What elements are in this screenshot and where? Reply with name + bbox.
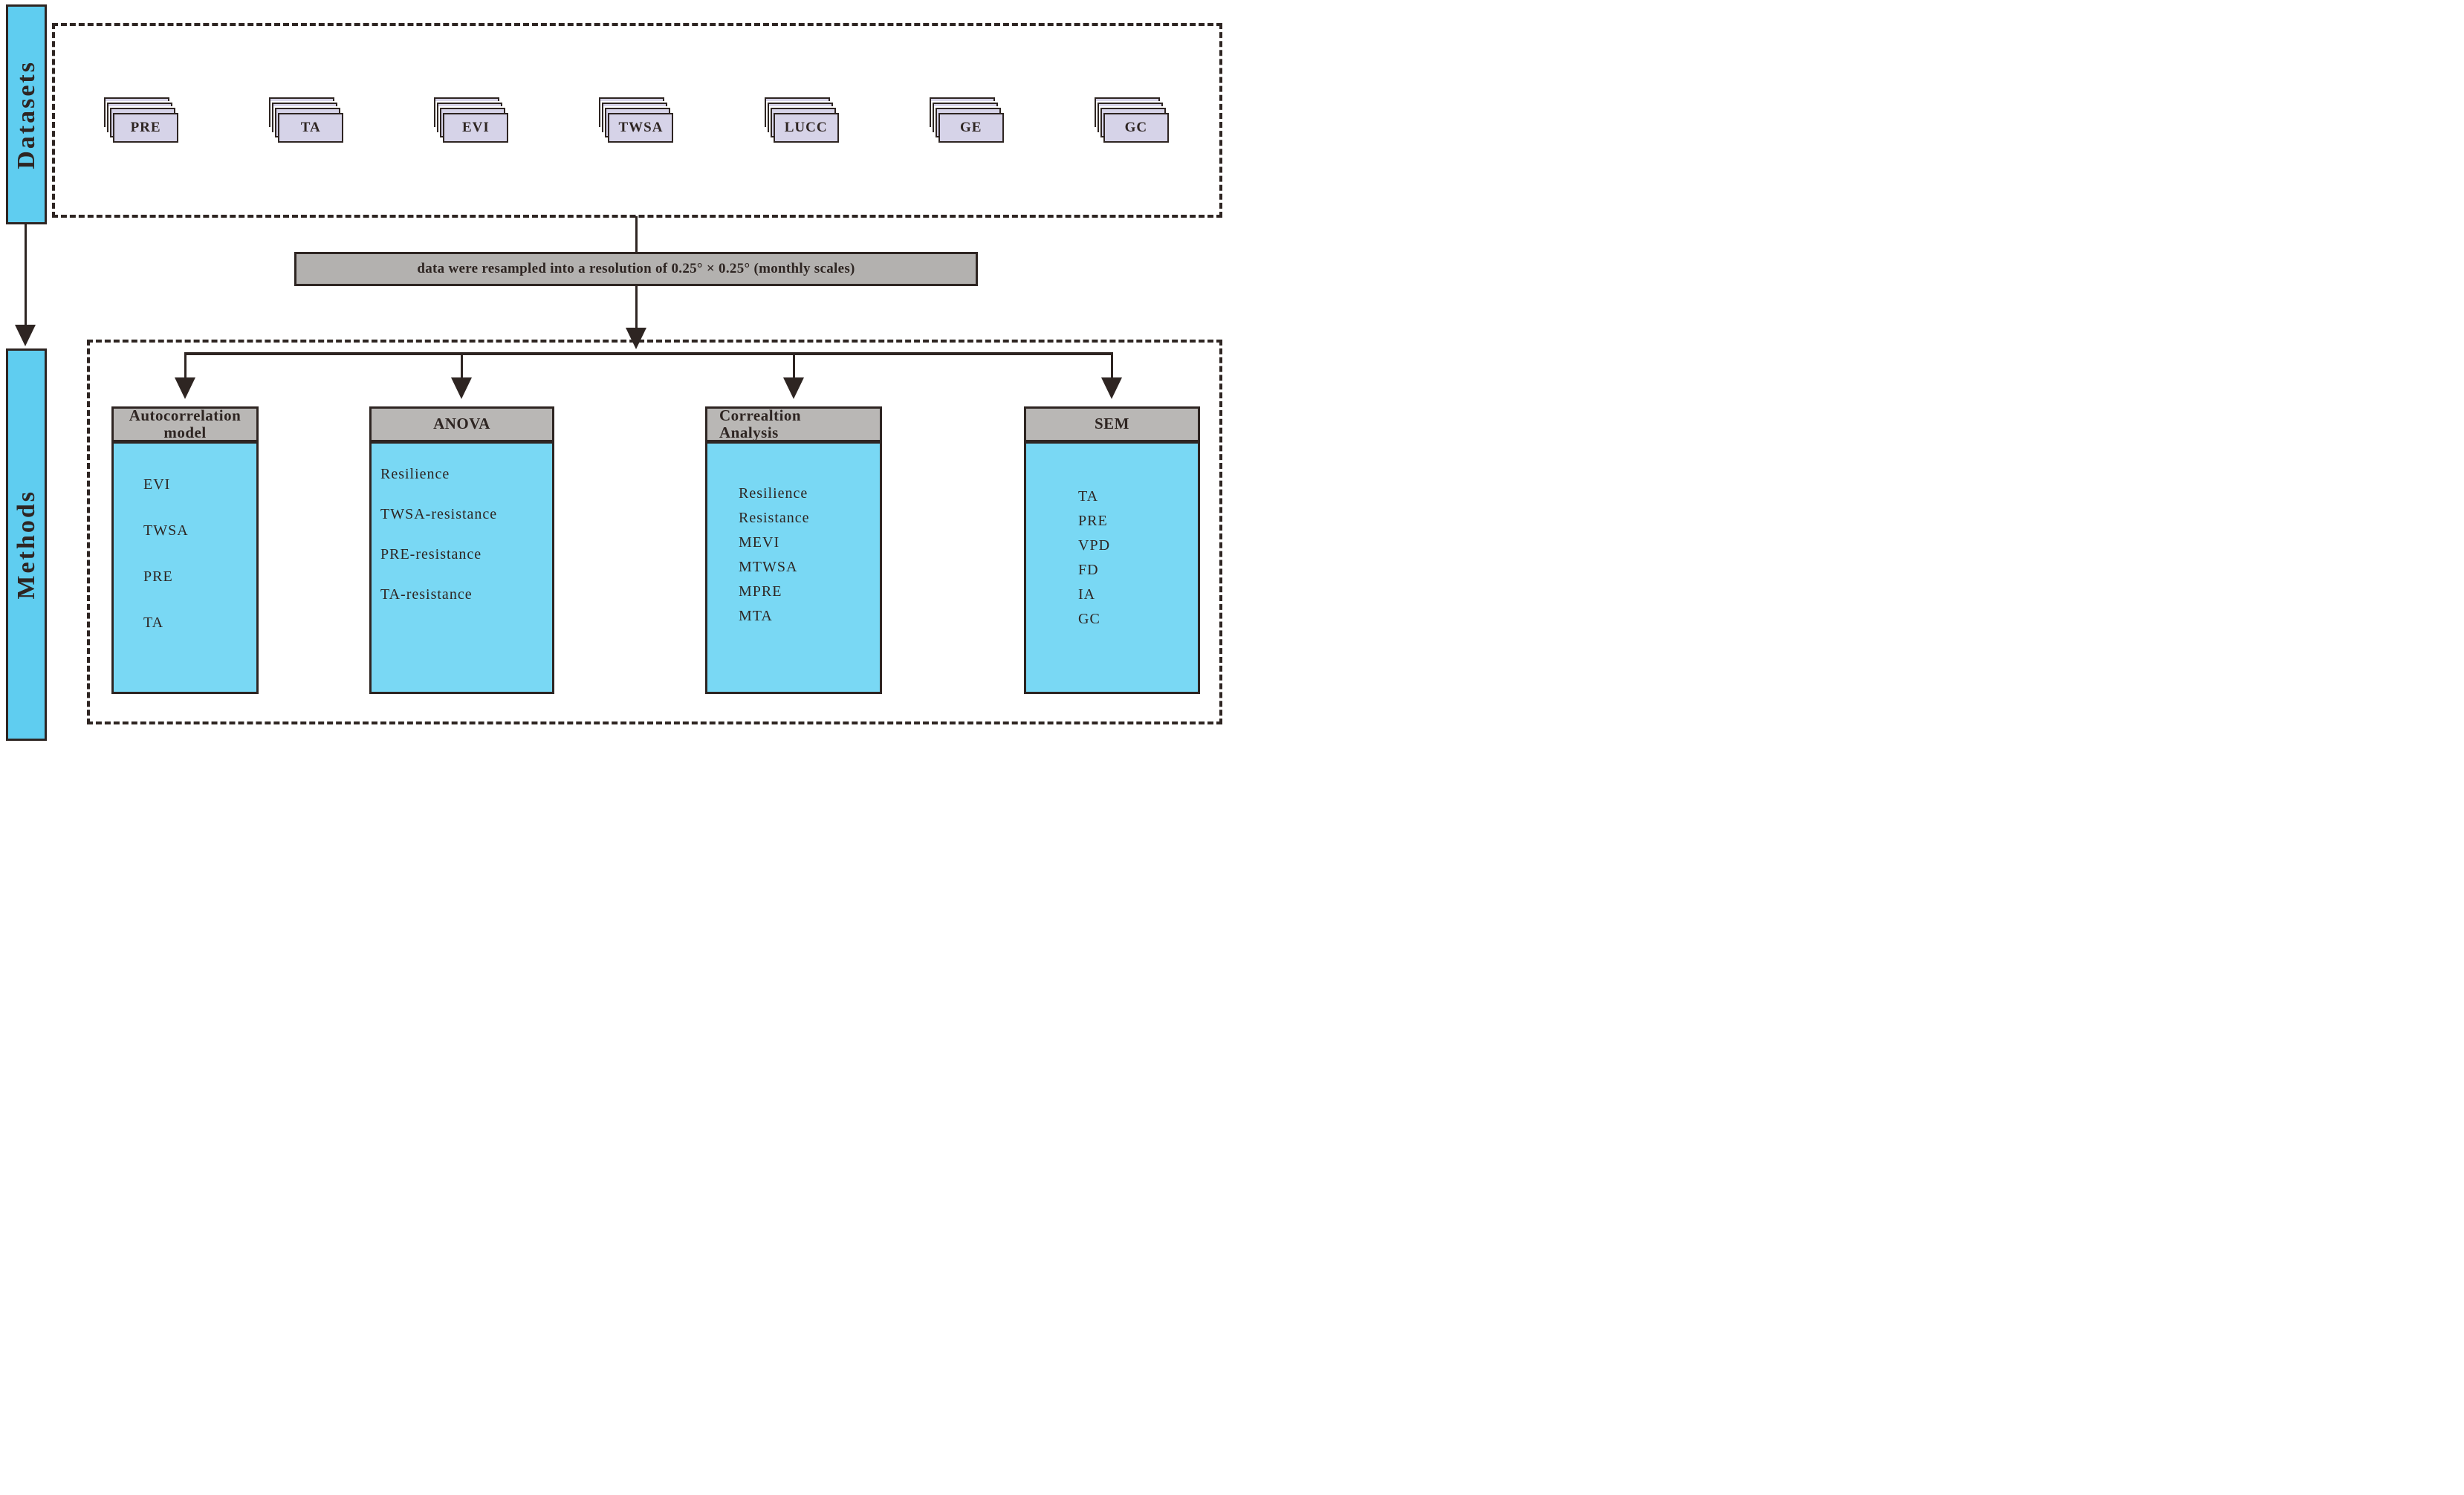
dataset-card-label: TWSA [618, 119, 664, 135]
resample-note-box: data were resampled into a resolution of… [294, 252, 978, 286]
method-title: Autocorrelation model [129, 406, 241, 441]
method-column-4: SEM TA PRE VPD FD IA GC [1024, 406, 1200, 695]
method-item: TWSA-resistance [380, 506, 498, 522]
method-item: Resistance [739, 510, 810, 526]
dataset-card-stack: EVI [434, 97, 510, 144]
method-item: GC [1078, 611, 1100, 627]
method-item: MTWSA [739, 559, 798, 575]
dataset-card-label: GE [960, 119, 982, 135]
method-item: MTA [739, 608, 773, 624]
method-header: Correaltion Analysis [705, 406, 882, 442]
method-item: TA-resistance [380, 586, 473, 603]
method-item: MEVI [739, 534, 780, 551]
datasets-to-methods-arrowhead-icon [15, 325, 36, 346]
flow-diagram: Datasets Methods PRE TA EVI TWSA LUCC GE GC da… [0, 0, 1232, 748]
method-item: VPD [1078, 537, 1111, 554]
dataset-card-stack: TA [269, 97, 345, 144]
method-item: TA [1078, 488, 1099, 505]
method-title: SEM [1094, 415, 1129, 433]
dataset-card: GE [938, 112, 1004, 143]
branch-arrowhead-icon [783, 377, 804, 399]
branch-connector-line [184, 354, 187, 379]
datasets-card-row: PRE TA EVI TWSA LUCC GE GC [52, 23, 1222, 218]
dataset-card: GC [1103, 112, 1169, 143]
method-title: ANOVA [433, 415, 490, 433]
method-item: MPRE [739, 583, 782, 600]
dataset-card-label: GC [1124, 119, 1148, 135]
method-item: PRE [143, 568, 173, 585]
method-header: SEM [1024, 406, 1200, 442]
methods-branch-rail-line [184, 352, 1113, 355]
resample-to-methods-arrowhead-icon [626, 328, 646, 349]
dataset-card-stack: PRE [104, 97, 180, 144]
method-item: TA [143, 614, 164, 631]
branch-connector-line [461, 354, 463, 379]
dataset-card-stack: GC [1094, 97, 1170, 144]
method-item: Resilience [739, 485, 808, 502]
datasets-section-label-box: Datasets [6, 4, 47, 224]
dataset-card-stack: GE [929, 97, 1005, 144]
dataset-card-stack: TWSA [599, 97, 675, 144]
resample-note-text: data were resampled into a resolution of… [417, 261, 855, 276]
branch-arrowhead-icon [175, 377, 195, 399]
dataset-card: TA [278, 112, 344, 143]
method-body: TA PRE VPD FD IA GC [1024, 441, 1200, 694]
method-title: Correaltion Analysis [719, 406, 802, 441]
branch-connector-line [793, 354, 795, 379]
branch-arrowhead-icon [1101, 377, 1122, 399]
dataset-card-label: LUCC [784, 119, 828, 135]
method-item: FD [1078, 562, 1099, 578]
dataset-card-label: EVI [461, 119, 490, 135]
branch-arrowhead-icon [451, 377, 472, 399]
dataset-card: EVI [443, 112, 509, 143]
dataset-card-stack: LUCC [764, 97, 840, 144]
methods-group-border [87, 340, 1222, 724]
method-item: IA [1078, 586, 1096, 603]
dataset-card: LUCC [773, 112, 839, 143]
method-header: Autocorrelation model [111, 406, 259, 442]
methods-section-label: Methods [12, 490, 40, 600]
dataset-card-label: TA [300, 119, 321, 135]
method-header: ANOVA [369, 406, 554, 442]
methods-section-label-box: Methods [6, 348, 47, 741]
method-item: TWSA [143, 522, 189, 539]
method-body: EVI TWSA PRE TA [111, 441, 259, 694]
branch-connector-line [1111, 354, 1113, 379]
datasets-to-methods-connector-line [25, 224, 27, 325]
dataset-card: TWSA [608, 112, 674, 143]
resample-to-methods-connector-line [635, 285, 638, 328]
dataset-card-label: PRE [130, 119, 161, 135]
datasets-section-label: Datasets [12, 59, 40, 169]
method-item: Resilience [380, 466, 450, 482]
method-item: EVI [143, 476, 171, 493]
method-item: PRE [1078, 513, 1108, 529]
method-item: PRE-resistance [380, 546, 482, 562]
dataset-card: PRE [113, 112, 179, 143]
datasets-to-resample-connector-line [635, 216, 638, 252]
